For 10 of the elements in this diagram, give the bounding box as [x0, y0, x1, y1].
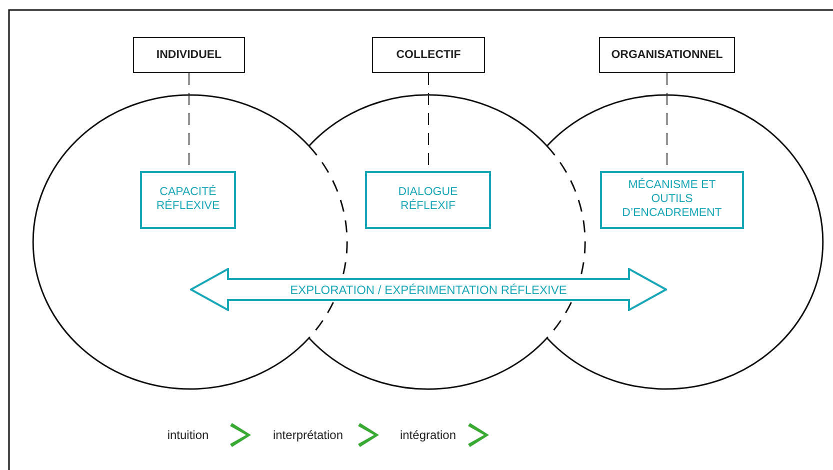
level-heading-box: ORGANISATIONNEL: [599, 37, 735, 73]
level-heading-box: INDIVIDUEL: [133, 37, 245, 73]
stage-label: intuition: [161, 426, 215, 444]
concept-box: MÉCANISME ET OUTILS D’ENCADREMENT: [600, 171, 744, 229]
concept-box: DIALOGUE RÉFLEXIF: [365, 171, 491, 229]
level-heading-box: COLLECTIF: [372, 37, 485, 73]
concept-box: CAPACITÉ RÉFLEXIVE: [140, 171, 236, 229]
stage-label: interprétation: [265, 426, 351, 444]
arrow-label: EXPLORATION / EXPÉRIMENTATION RÉFLEXIVE: [290, 282, 567, 296]
stage-label: intégration: [393, 426, 463, 444]
